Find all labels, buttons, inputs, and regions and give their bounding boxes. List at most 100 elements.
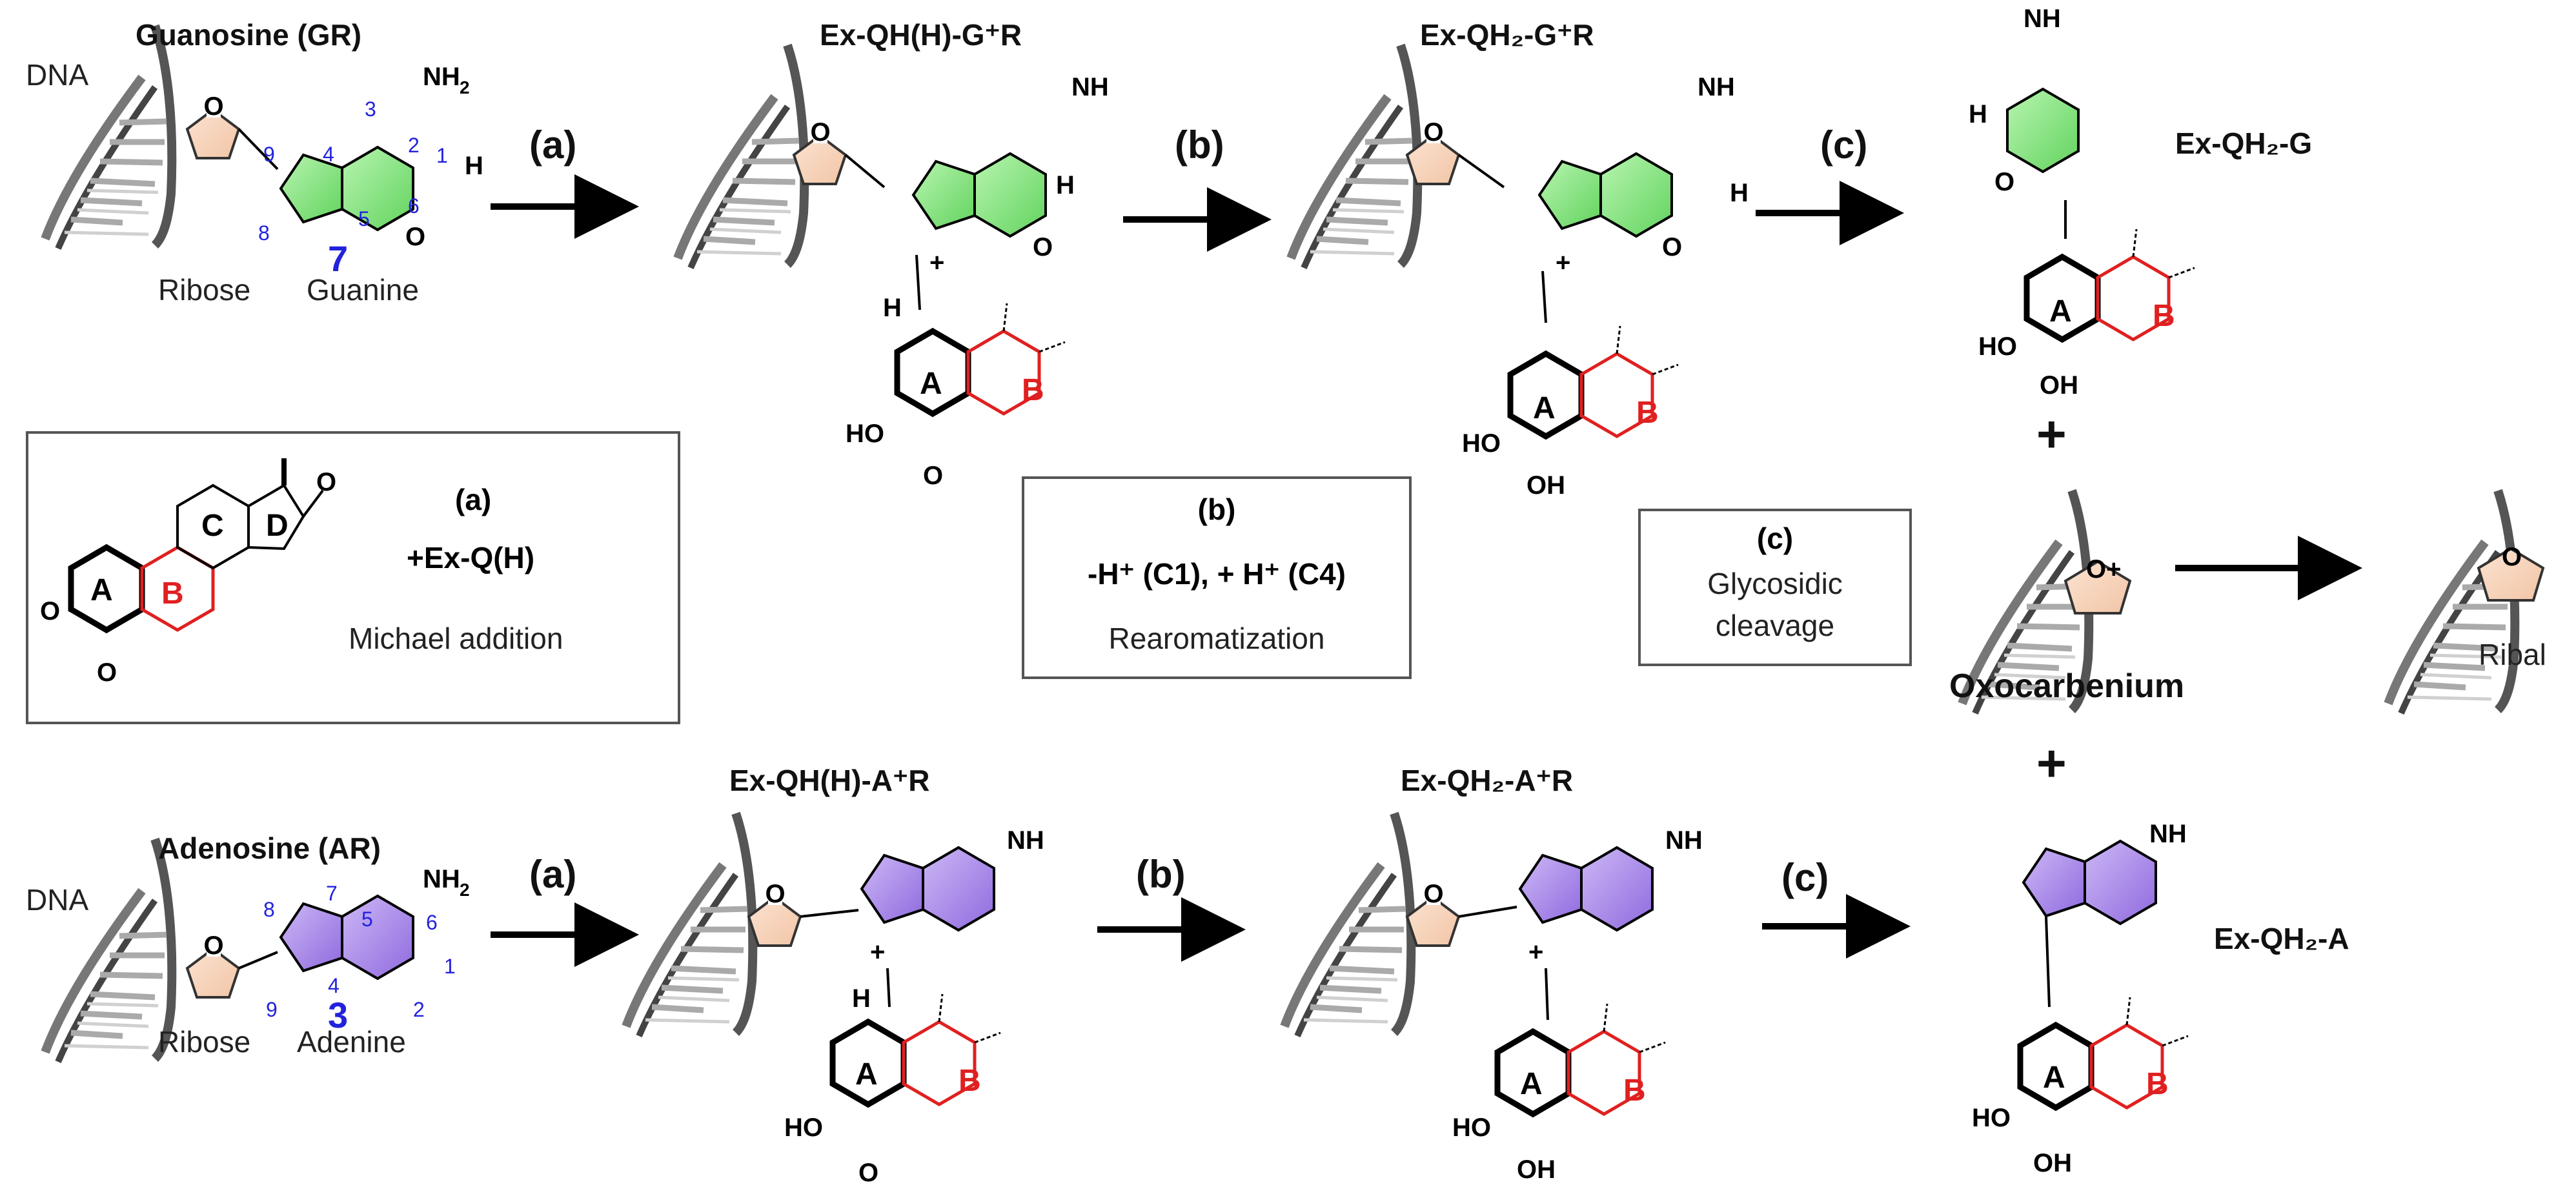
intermediate2-title: Ex-QH₂-G⁺R <box>1420 18 1594 52</box>
pos-2: 2 <box>413 998 425 1021</box>
pos-7: 7 <box>326 882 338 905</box>
step-b-label: (b) <box>1175 123 1224 167</box>
pos-9: 9 <box>263 143 275 166</box>
box-c: (c) Glycosidic cleavage <box>1638 509 1912 666</box>
ring-b-label: B <box>2153 299 2175 333</box>
o-atom: O <box>405 223 425 251</box>
product-a-title: Ex-QH₂-A <box>2214 922 2349 955</box>
nh2-group: NH <box>423 865 460 893</box>
nh2-group: NH <box>2023 5 2061 33</box>
cation-plus: + <box>870 938 885 966</box>
pos-2: 2 <box>408 134 420 157</box>
ring-b-label: B <box>1636 396 1659 430</box>
step-c-label-row2: (c) <box>1781 856 1829 899</box>
dna-label: DNA <box>26 883 88 917</box>
pos-5: 5 <box>358 207 370 230</box>
pos-3: 3 <box>365 97 376 121</box>
o-atom-quinone: O <box>858 1159 878 1187</box>
o-atom-17: O <box>316 468 336 496</box>
nh2-subscript: 2 <box>460 880 470 900</box>
o-atom: O <box>1994 168 2014 196</box>
adenosine-intermediate-2: Ex-QH₂-A⁺R NH + A B HO OH <box>1284 764 1703 1184</box>
pos-6: 6 <box>408 194 420 218</box>
ho-group: HO <box>1972 1104 2011 1132</box>
nh2-subscript: 2 <box>460 77 470 97</box>
ring-b-label: B <box>958 1064 981 1098</box>
oh-group: OH <box>1526 471 1565 500</box>
ho-group: HO <box>1452 1113 1491 1142</box>
ring-b-label: B <box>161 576 184 611</box>
guanosine-intermediate-2: Ex-QH₂-G⁺R NH H O + A B HO OH <box>1291 18 1749 500</box>
intermediate1-title-row2: Ex-QH(H)-A⁺R <box>729 764 929 797</box>
ribose-label: Ribose <box>158 1025 250 1059</box>
oh-group: OH <box>1517 1155 1556 1184</box>
ring-b-label: B <box>1623 1073 1646 1108</box>
ribal-label: Ribal <box>2479 638 2546 671</box>
box-a: A B C D O O O (a) +Ex-Q(H) Michael addit… <box>26 431 680 724</box>
box-a-reagent: +Ex-Q(H) <box>407 541 534 574</box>
guanosine-title: Guanosine (GR) <box>136 18 361 52</box>
ring-a-label: A <box>1520 1067 1543 1101</box>
pos-6: 6 <box>426 911 438 934</box>
adenine-label: Adenine <box>297 1025 406 1059</box>
ring-a-label: A <box>1533 391 1556 425</box>
pos-4: 4 <box>328 974 340 997</box>
nh2-group: NH <box>1698 73 1735 101</box>
intermediate2-title-row2: Ex-QH₂-A⁺R <box>1401 764 1573 797</box>
h-atom: H <box>1969 100 1987 128</box>
cation-plus: + <box>1556 249 1570 277</box>
plus-sign-1: + <box>2036 405 2067 463</box>
guanosine-start: DNA Guanosine (GR) Ribose Guanine NH 2 9… <box>26 18 483 307</box>
product-g-title: Ex-QH₂-G <box>2175 127 2312 160</box>
pos-1: 1 <box>444 955 456 978</box>
nh2-group: NH <box>1665 826 1703 855</box>
pos-7-highlight: 7 <box>328 238 348 279</box>
oxocarbenium: O+ Oxocarbenium <box>1949 491 2184 713</box>
box-b-line1: -H⁺ (C1), + H⁺ (C4) <box>1088 557 1346 591</box>
o-atom-4: O <box>97 658 117 687</box>
adenosine-start: DNA Adenosine (AR) Ribose Adenine NH 2 7… <box>26 831 470 1062</box>
ring-a-label: A <box>855 1057 878 1092</box>
pos-1: 1 <box>436 144 448 167</box>
box-b: (b) -H⁺ (C1), + H⁺ (C4) Rearomatization <box>1022 476 1412 679</box>
adenine-product: NH A B HO OH Ex-QH₂-A <box>1972 820 2349 1177</box>
pos-3-highlight: 3 <box>328 995 348 1035</box>
pos-4: 4 <box>323 143 334 166</box>
step-a-label-row2: (a) <box>529 853 576 896</box>
ribal-o: O <box>2502 543 2522 571</box>
ho-group: HO <box>846 420 884 448</box>
step-b-label-row2: (b) <box>1136 853 1186 896</box>
h-atom: H <box>1730 179 1749 207</box>
ring-a-label: A <box>2043 1061 2065 1095</box>
ho-group: HO <box>1462 429 1501 458</box>
h-atom-c4: H <box>852 984 871 1013</box>
o-atom: O <box>1662 233 1682 261</box>
cation-plus: + <box>929 249 944 277</box>
cation-plus: + <box>1528 938 1543 966</box>
ring-a-label: A <box>920 367 942 401</box>
guanosine-intermediate-1: Ex-QH(H)-G⁺R NH H O + H A B HO O <box>678 18 1109 490</box>
box-c-line2: cleavage <box>1716 609 1834 642</box>
box-b-step: (b) <box>1198 493 1236 526</box>
ring-b-label: B <box>2146 1067 2169 1101</box>
box-a-reaction: Michael addition <box>349 622 563 655</box>
intermediate1-title: Ex-QH(H)-G⁺R <box>820 18 1022 52</box>
nh2-group: NH <box>2149 820 2187 848</box>
adenosine-intermediate-1: Ex-QH(H)-A⁺R NH + H A B HO O <box>626 764 1044 1187</box>
dna-label: DNA <box>26 58 88 92</box>
ho-group: HO <box>784 1113 823 1142</box>
ring-b-label: B <box>1022 373 1044 407</box>
ring-d-label: D <box>266 509 289 543</box>
plus-sign-2: + <box>2036 735 2067 792</box>
nh2-group: NH <box>1071 73 1109 101</box>
o-atom: O <box>1033 233 1053 261</box>
box-c-line1: Glycosidic <box>1707 567 1843 600</box>
step-c-label: (c) <box>1820 123 1867 167</box>
oxocarbenium-o: O+ <box>2086 555 2121 584</box>
box-c-step: (c) <box>1757 522 1793 555</box>
ho-group: HO <box>1978 332 2017 361</box>
o-atom-quinone: O <box>923 462 943 490</box>
oh-group: OH <box>2033 1149 2072 1177</box>
ring-c-label: C <box>201 509 224 543</box>
